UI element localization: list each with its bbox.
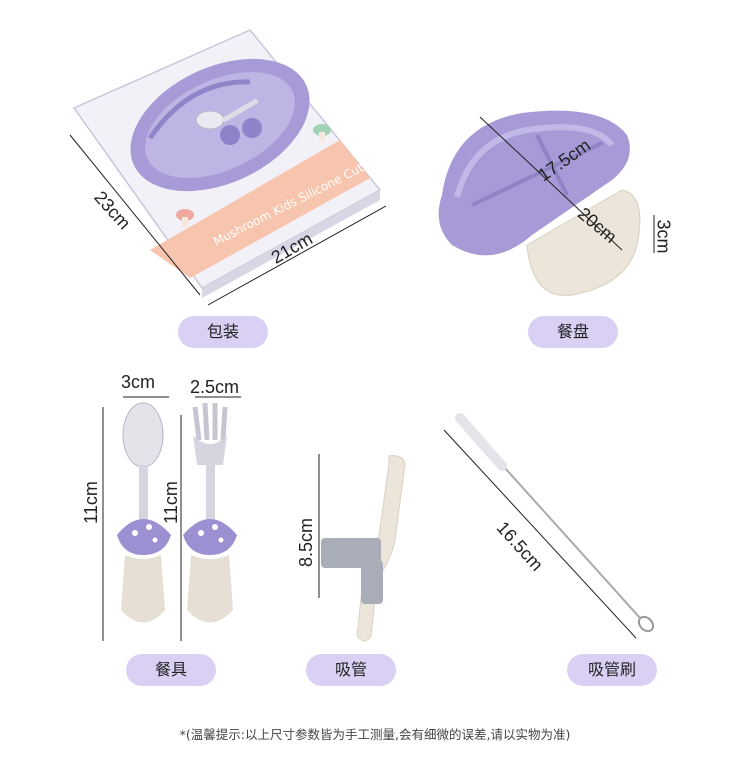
fork-length-label: 11cm <box>160 481 181 524</box>
spoon-length-label: 11cm <box>80 481 101 524</box>
plate-label-pill: 餐盘 <box>528 316 618 348</box>
fork-width-label: 2.5cm <box>190 377 240 397</box>
footnote: *(温馨提示:以上尺寸参数皆为手工测量,会有细微的误差,请以实物为准) <box>179 727 571 742</box>
plate-depth-label: 3cm <box>653 219 674 254</box>
brush-image <box>443 413 655 639</box>
straw-length-label: 8.5cm <box>296 517 317 568</box>
straw-label-pill: 吸管 <box>306 654 396 686</box>
package-label-pill: 包装 <box>178 316 268 348</box>
plate-image <box>438 110 655 296</box>
straw-image <box>318 454 406 642</box>
cutlery-label-pill: 餐具 <box>126 654 216 686</box>
cutlery-image <box>102 396 241 641</box>
package-box-image: Mushroom Kids Silicone Cutlery <box>69 29 387 306</box>
spoon-width-label: 3cm <box>121 372 156 392</box>
brush-label-pill: 吸管刷 <box>567 654 657 686</box>
